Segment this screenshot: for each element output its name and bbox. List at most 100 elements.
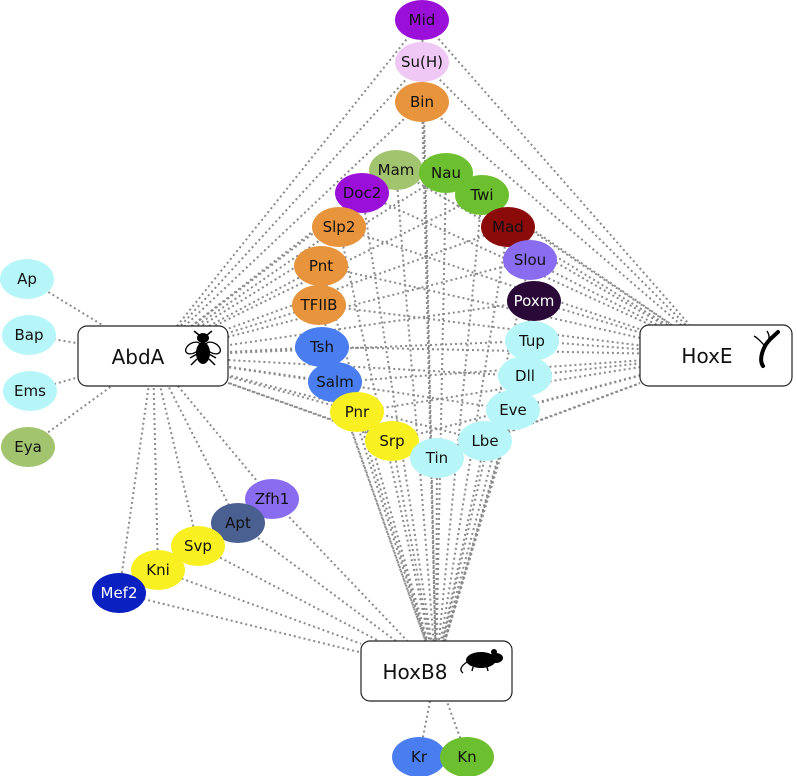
node-lbe[interactable]: Lbe <box>458 421 512 461</box>
node-apt[interactable]: Apt <box>211 503 265 543</box>
node-kr-label: Kr <box>411 748 428 766</box>
node-mad[interactable]: Mad <box>481 207 535 247</box>
node-kr[interactable]: Kr <box>392 737 446 776</box>
node-ap-label: Ap <box>17 270 37 288</box>
node-eya-label: Eya <box>14 438 42 456</box>
node-pnr[interactable]: Pnr <box>330 392 384 432</box>
node-nau-shape <box>419 153 473 193</box>
node-doc2[interactable]: Doc2 <box>335 173 389 213</box>
node-kni-label: Kni <box>146 561 170 579</box>
node-kr-shape <box>392 737 446 776</box>
node-kn[interactable]: Kn <box>440 737 494 776</box>
node-tin[interactable]: Tin <box>410 438 464 478</box>
node-pnt-label: Pnt <box>309 257 333 275</box>
edge-eya-abda <box>27 385 113 448</box>
node-kni-shape <box>131 550 185 590</box>
node-srp-shape <box>365 421 419 461</box>
node-ems-label: Ems <box>14 382 46 400</box>
node-bap-label: Bap <box>14 326 43 344</box>
edge-slou-hoxe <box>529 259 658 326</box>
edge-doc2-hoxb8 <box>361 192 433 642</box>
node-srp-label: Srp <box>379 432 404 450</box>
node-salm[interactable]: Salm <box>308 362 362 402</box>
node-svp-shape <box>171 526 225 566</box>
edge-tup-hoxb8 <box>443 340 533 642</box>
hub-hoxb8[interactable]: HoxB8 <box>360 640 513 702</box>
edge-tup-abda <box>227 340 533 355</box>
node-svp[interactable]: Svp <box>171 526 225 566</box>
node-zfh1-shape <box>245 479 299 519</box>
node-dll-label: Dll <box>515 367 535 385</box>
hub-hoxe[interactable]: HoxE <box>639 324 793 387</box>
node-bin-label: Bin <box>410 93 434 111</box>
hub-abda[interactable]: AbdA <box>77 325 229 387</box>
mouse-icon <box>460 649 503 674</box>
node-poxm-label: Poxm <box>514 292 555 310</box>
node-eve[interactable]: Eve <box>486 390 540 430</box>
edge-nau-hoxb8 <box>435 172 447 642</box>
node-bin[interactable]: Bin <box>395 82 449 122</box>
node-tup-label: Tup <box>518 332 545 350</box>
node-eya-shape <box>1 427 55 467</box>
edge-lbe-hoxb8 <box>441 440 486 642</box>
node-pnr-label: Pnr <box>345 403 370 421</box>
edge-dll-hoxe <box>524 362 641 377</box>
hub-abda-label: AbdA <box>112 345 165 369</box>
edge-tin-hoxb8 <box>435 457 438 642</box>
edge-lbe-abda <box>227 374 486 442</box>
edge-suh-hoxe <box>421 61 687 326</box>
edge-kni-abda <box>152 385 159 571</box>
node-ems[interactable]: Ems <box>3 371 57 411</box>
node-mef2[interactable]: Mef2 <box>92 573 146 613</box>
edge-bin-abda <box>184 101 423 327</box>
node-nau[interactable]: Nau <box>419 153 473 193</box>
edge-bap-abda <box>28 334 79 345</box>
node-slou[interactable]: Slou <box>503 240 557 280</box>
edge-mef2-hoxb8 <box>118 592 362 654</box>
node-slp2-label: Slp2 <box>323 218 356 236</box>
edge-slou-abda <box>227 259 531 338</box>
node-srp[interactable]: Srp <box>365 421 419 461</box>
node-tfiib[interactable]: TFIIB <box>292 285 346 325</box>
node-ems-shape <box>3 371 57 411</box>
node-pnt[interactable]: Pnt <box>294 246 348 286</box>
node-mid[interactable]: Mid <box>395 0 449 40</box>
edge-poxm-hoxe <box>533 300 641 334</box>
node-twi-shape <box>455 175 509 215</box>
node-mad-shape <box>481 207 535 247</box>
node-eya[interactable]: Eya <box>1 427 55 467</box>
node-tin-shape <box>410 438 464 478</box>
edge-pnr-abda <box>227 375 358 413</box>
node-zfh1[interactable]: Zfh1 <box>245 479 299 519</box>
leech-icon <box>753 330 780 368</box>
edge-twi-hoxe <box>481 194 673 326</box>
node-ap[interactable]: Ap <box>0 259 54 299</box>
node-eve-shape <box>486 390 540 430</box>
node-slp2[interactable]: Slp2 <box>312 207 366 247</box>
node-poxm[interactable]: Poxm <box>507 281 561 321</box>
node-tup[interactable]: Tup <box>505 321 559 361</box>
node-tsh[interactable]: Tsh <box>295 327 349 367</box>
node-pnr-shape <box>330 392 384 432</box>
edge-svp-abda <box>159 385 199 547</box>
edge-nau-abda <box>200 172 447 327</box>
node-dll[interactable]: Dll <box>498 356 552 396</box>
hub-hoxb8-label: HoxB8 <box>383 660 448 684</box>
node-tup-shape <box>505 321 559 361</box>
edge-ems-abda <box>29 376 79 392</box>
edge-apt-abda <box>167 385 239 524</box>
node-slp2-shape <box>312 207 366 247</box>
node-twi[interactable]: Twi <box>455 175 509 215</box>
node-apt-label: Apt <box>225 514 251 532</box>
node-slou-label: Slou <box>514 251 546 269</box>
node-bap[interactable]: Bap <box>2 315 56 355</box>
node-pnt-shape <box>294 246 348 286</box>
edge-poxm-hoxb8 <box>442 300 535 642</box>
node-kni[interactable]: Kni <box>131 550 185 590</box>
node-mad-label: Mad <box>492 218 524 236</box>
node-suh[interactable]: Su(H) <box>395 42 449 82</box>
node-kn-label: Kn <box>457 748 476 766</box>
edge-kni-hoxb8 <box>157 569 362 645</box>
